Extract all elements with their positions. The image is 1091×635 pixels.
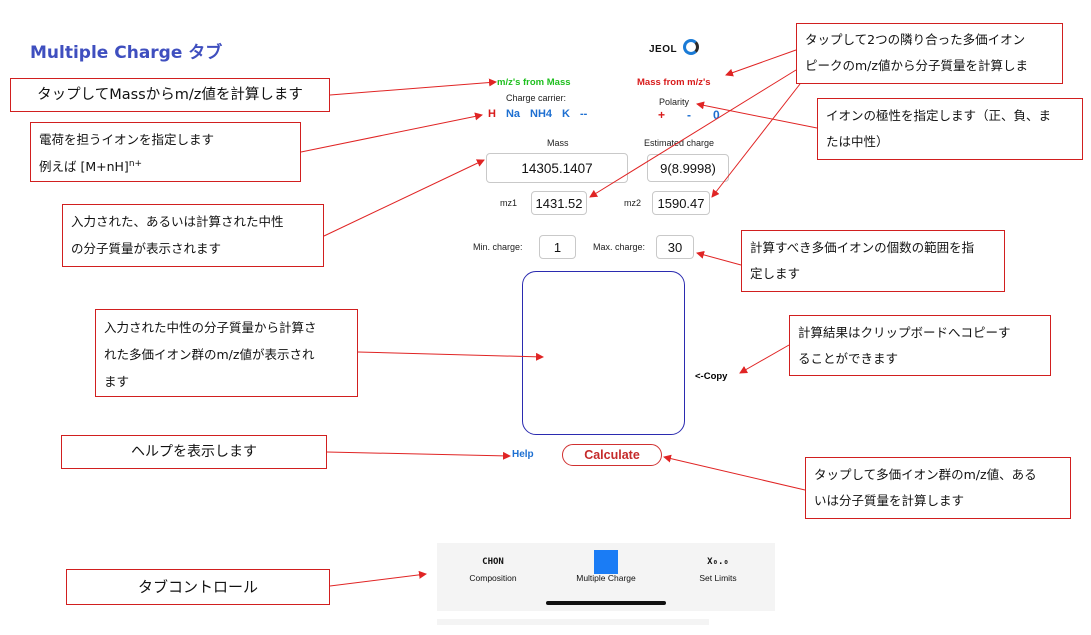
mz2-input[interactable]: 1590.47 — [652, 191, 710, 215]
tab-composition[interactable]: CHON Composition — [443, 551, 543, 583]
callout-carrier-line1: 電荷を担うイオンを指定します — [39, 132, 215, 147]
page-title: Multiple Charge タブ — [30, 43, 223, 63]
callout-mass-from-mz-line2: ピークのm/z値から分子質量を計算しま — [805, 58, 1028, 73]
arrow-help — [326, 451, 511, 460]
tab-set-limits[interactable]: X₀.₀ Set Limits — [668, 551, 768, 583]
tab-multiple-charge-label: Multiple Charge — [576, 573, 636, 583]
estimated-charge-field: 9(8.9998) — [647, 154, 729, 182]
callout-tab-control: タブコントロール — [66, 569, 330, 605]
calculate-button[interactable]: Calculate — [562, 444, 662, 466]
logo-text: JEOL — [649, 44, 678, 55]
callout-polarity: イオンの極性を指定します（正、負、ま たは中性） — [817, 98, 1083, 160]
polarity-selector: + - 0 — [658, 108, 720, 122]
copy-button[interactable]: <-Copy — [695, 371, 728, 382]
callout-charge-range-line1: 計算すべき多価イオンの個数の範囲を指 — [750, 240, 975, 255]
min-charge-label: Min. charge: — [473, 242, 523, 252]
arrow-results — [357, 351, 544, 361]
arrow-mz-from-mass — [329, 78, 497, 96]
callout-calculate-line2: いは分子質量を計算します — [814, 493, 965, 508]
arrow-mz1 — [589, 69, 797, 198]
callout-calculate: タップして多価イオン群のm/z値、ある いは分子質量を計算します — [805, 457, 1071, 519]
callout-mass-display-line1: 入力された、あるいは計算された中性 — [71, 214, 284, 229]
callout-charge-carrier: 電荷を担うイオンを指定します 例えば [M+nH]n+ — [30, 122, 301, 182]
arrow-tab-control — [329, 570, 427, 587]
arrow-polarity — [696, 101, 818, 129]
arrow-charge-range — [696, 250, 742, 266]
arrow-copy — [739, 344, 790, 374]
multiple-charge-icon — [594, 550, 618, 574]
callout-polarity-line2: たは中性） — [826, 134, 889, 149]
callout-carrier-line2: 例えば [M+nH] — [39, 159, 129, 175]
help-link[interactable]: Help — [512, 449, 534, 460]
callout-copy-line1: 計算結果はクリップボードへコピーす — [798, 325, 1011, 340]
callout-charge-range: 計算すべき多価イオンの個数の範囲を指 定します — [741, 230, 1005, 292]
callout-mz-from-mass: タップしてMassからm/z値を計算します — [10, 78, 330, 112]
mz1-label: mz1 — [500, 198, 518, 208]
carrier-h[interactable]: H — [488, 108, 496, 120]
polarity-label: Polarity — [659, 97, 690, 107]
polarity-positive[interactable]: + — [658, 108, 666, 122]
tab-multiple-charge[interactable]: Multiple Charge — [556, 550, 656, 583]
callout-copy: 計算結果はクリップボードへコピーす ることができます — [789, 315, 1051, 376]
callout-tab-control-text: タブコントロール — [137, 577, 258, 596]
set-limits-icon: X₀.₀ — [707, 557, 729, 567]
estimated-charge-label: Estimated charge — [644, 138, 715, 148]
arrow-calculate — [663, 454, 806, 491]
callout-polarity-line1: イオンの極性を指定します（正、負、ま — [826, 108, 1052, 123]
tab-composition-label: Composition — [469, 573, 517, 583]
mz2-label: mz2 — [624, 198, 642, 208]
carrier-na[interactable]: Na — [505, 108, 521, 120]
arrow-mass-display — [323, 159, 485, 237]
min-charge-input[interactable]: 1 — [539, 235, 576, 259]
carrier-k[interactable]: K — [562, 108, 570, 120]
tab-bar: CHON Composition Multiple Charge X₀.₀ Se… — [437, 543, 775, 611]
arrow-charge-carrier — [300, 112, 483, 153]
mass-label: Mass — [547, 138, 569, 148]
callout-help: ヘルプを表示します — [61, 435, 327, 469]
carrier-none[interactable]: -- — [579, 108, 588, 120]
tab-set-limits-label: Set Limits — [699, 573, 737, 583]
tab-bar-bottom-strip — [437, 619, 709, 625]
max-charge-input[interactable]: 30 — [656, 235, 694, 259]
mz-from-mass-button[interactable]: m/z's from Mass — [497, 77, 571, 88]
callout-calculate-line1: タップして多価イオン群のm/z値、ある — [814, 467, 1037, 482]
chon-icon: CHON — [482, 557, 504, 567]
mass-from-mz-button[interactable]: Mass from m/z's — [637, 77, 711, 88]
home-indicator — [546, 601, 666, 605]
callout-results-line1: 入力された中性の分子質量から計算さ — [104, 320, 317, 335]
polarity-negative[interactable]: - — [687, 108, 692, 122]
max-charge-label: Max. charge: — [593, 242, 646, 252]
callout-carrier-sup: n+ — [128, 159, 143, 169]
mass-input[interactable]: 14305.1407 — [486, 153, 628, 183]
arrow-mass-from-mz — [725, 49, 797, 77]
mz1-input[interactable]: 1431.52 — [531, 191, 587, 215]
callout-copy-line2: ることができます — [798, 351, 899, 366]
callout-results: 入力された中性の分子質量から計算さ れた多価イオン群のm/z値が表示され ます — [95, 309, 358, 397]
callout-mz-from-mass-text: タップしてMassからm/z値を計算します — [37, 86, 303, 103]
charge-carrier-label: Charge carrier: — [506, 93, 567, 103]
callout-mass-from-mz: タップして2つの隣り合った多価イオン ピークのm/z値から分子質量を計算しま — [796, 23, 1063, 84]
callout-mass-from-mz-line1: タップして2つの隣り合った多価イオン — [805, 32, 1026, 47]
logo-ring-icon — [683, 39, 699, 55]
charge-carrier-selector: H Na NH4 K -- — [488, 108, 587, 120]
callout-mass-display-line2: の分子質量が表示されます — [71, 241, 222, 256]
callout-results-line2: れた多価イオン群のm/z値が表示され — [104, 347, 315, 362]
jeol-logo: JEOL — [647, 38, 707, 62]
arrow-mz2 — [711, 83, 801, 198]
callout-mass-display: 入力された、あるいは計算された中性 の分子質量が表示されます — [62, 204, 324, 267]
polarity-neutral[interactable]: 0 — [713, 108, 720, 122]
results-list[interactable] — [522, 271, 685, 435]
callout-help-text: ヘルプを表示します — [131, 443, 257, 460]
callout-charge-range-line2: 定します — [750, 266, 801, 281]
carrier-nh4[interactable]: NH4 — [530, 108, 553, 120]
callout-results-line3: ます — [104, 374, 130, 389]
